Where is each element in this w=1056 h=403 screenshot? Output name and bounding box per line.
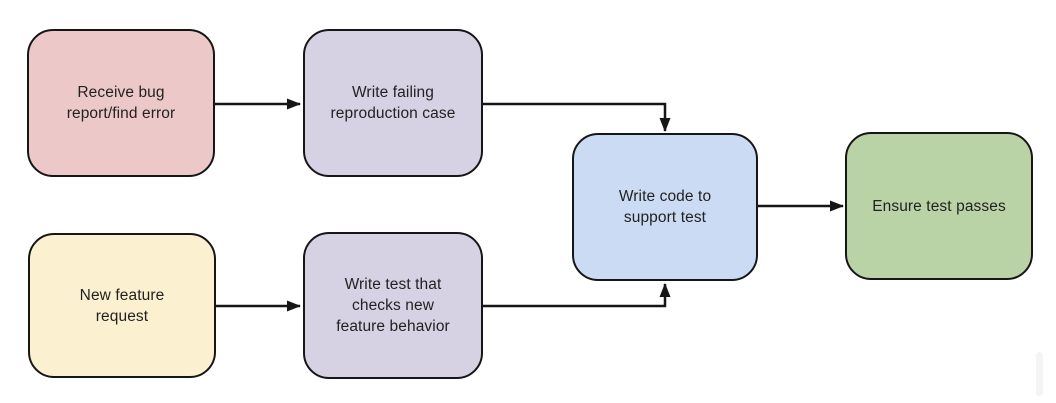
node-label: Write failing reproduction case: [330, 84, 456, 122]
node-label: Ensure test passes: [872, 197, 1006, 215]
node-write-code-support-test: Write code to support test: [572, 133, 758, 281]
node-ensure-test-passes: Ensure test passes: [845, 132, 1033, 280]
node-write-test-new-feature: Write test that checks new feature behav…: [303, 232, 483, 379]
edge-write-test-to-write-code: [483, 283, 671, 308]
node-new-feature-request: New feature request: [28, 233, 216, 378]
node-label: New feature request: [79, 286, 165, 325]
node-label: Receive bug report/find error: [66, 84, 176, 122]
scrollbar-thumb[interactable]: [1036, 352, 1043, 396]
edge-write-failing-to-write-code: [483, 102, 671, 132]
node-label: Write code to support test: [618, 188, 712, 226]
node-write-failing-repro-case: Write failing reproduction case: [303, 29, 483, 177]
node-label: Write test that checks new feature behav…: [336, 276, 450, 335]
node-receive-bug-report: Receive bug report/find error: [27, 29, 215, 177]
